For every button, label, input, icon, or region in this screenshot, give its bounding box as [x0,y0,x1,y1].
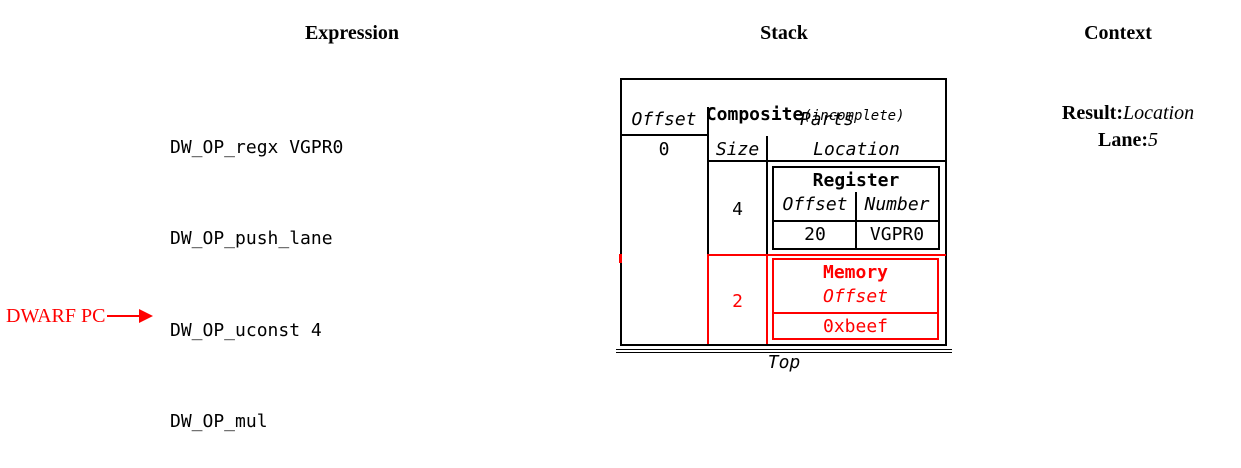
location-column-header: Location [813,139,900,160]
expression-op: DW_OP_uconst 4 [170,319,322,341]
size-location-divider [766,136,768,256]
memory-offset-header: Offset [822,286,889,307]
expression-op: DW_OP_regx VGPR0 [170,136,344,158]
dwarf-pc-label: DWARF PC [6,304,106,327]
part-size-value: 4 [732,199,743,220]
part-row-divider-left-tick [619,254,622,263]
parts-column-header: Parts [799,109,855,130]
offset-parts-divider [707,107,709,256]
register-offset-header: Offset [782,194,848,215]
register-title: Register [812,170,900,191]
size-location-header-underline [708,160,946,162]
expression-op: DW_OP_push_lane [170,228,333,250]
context-section-title: Context [1084,22,1152,44]
composite-title: Composite [705,104,804,125]
memory-title: Memory [822,262,889,283]
stack-composite-table [620,78,947,346]
register-offset-value: 20 [804,224,826,245]
size-location-divider-highlight [766,256,768,344]
dwarf-pc-arrow-icon [139,309,154,323]
expression-op-list: DW_OP_regx VGPR0 DW_OP_push_lane DW_OP_u… [170,72,376,468]
offset-parts-divider-highlight [707,256,709,344]
memory-header-underline [774,312,937,314]
stack-top-rule-lower [616,352,952,353]
expression-op: DW_OP_mul [170,410,268,432]
context-result-row: Result:Location [1018,79,1218,148]
offset-column-header: Offset [631,109,697,130]
stack-section-title: Stack [760,22,808,44]
dwarf-pc-arrow-line [107,315,140,317]
offset-header-underline [621,134,708,136]
dwarf-pc-pointer: DWARF PC [6,304,154,328]
stack-top-label: Top [767,352,801,373]
expression-section-title: Expression [304,22,400,44]
memory-location-table: Memory Offset 0xbeef [772,258,939,340]
part-size-value-highlight: 2 [732,291,743,312]
composite-header: Composite(incomplete) [620,83,947,146]
memory-offset-value: 0xbeef [822,316,889,337]
offset-value: 0 [658,139,670,160]
composite-qualifier: (incomplete) [803,108,905,124]
result-value: Location [1122,102,1195,124]
stack-top-rule-upper [616,349,952,350]
register-number-header: Number [864,194,930,215]
context-lane-row: Lane:5 [1018,106,1218,175]
part-row-divider-highlight [707,254,946,256]
register-location-table: Register Offset Number 20 VGPR0 [772,166,940,250]
result-label: Result: [1061,102,1123,124]
lane-value: 5 [1148,129,1158,151]
lane-label: Lane: [1098,129,1148,151]
size-column-header: Size [715,139,760,160]
register-header-underline [774,220,938,222]
register-number-value: VGPR0 [869,224,925,245]
